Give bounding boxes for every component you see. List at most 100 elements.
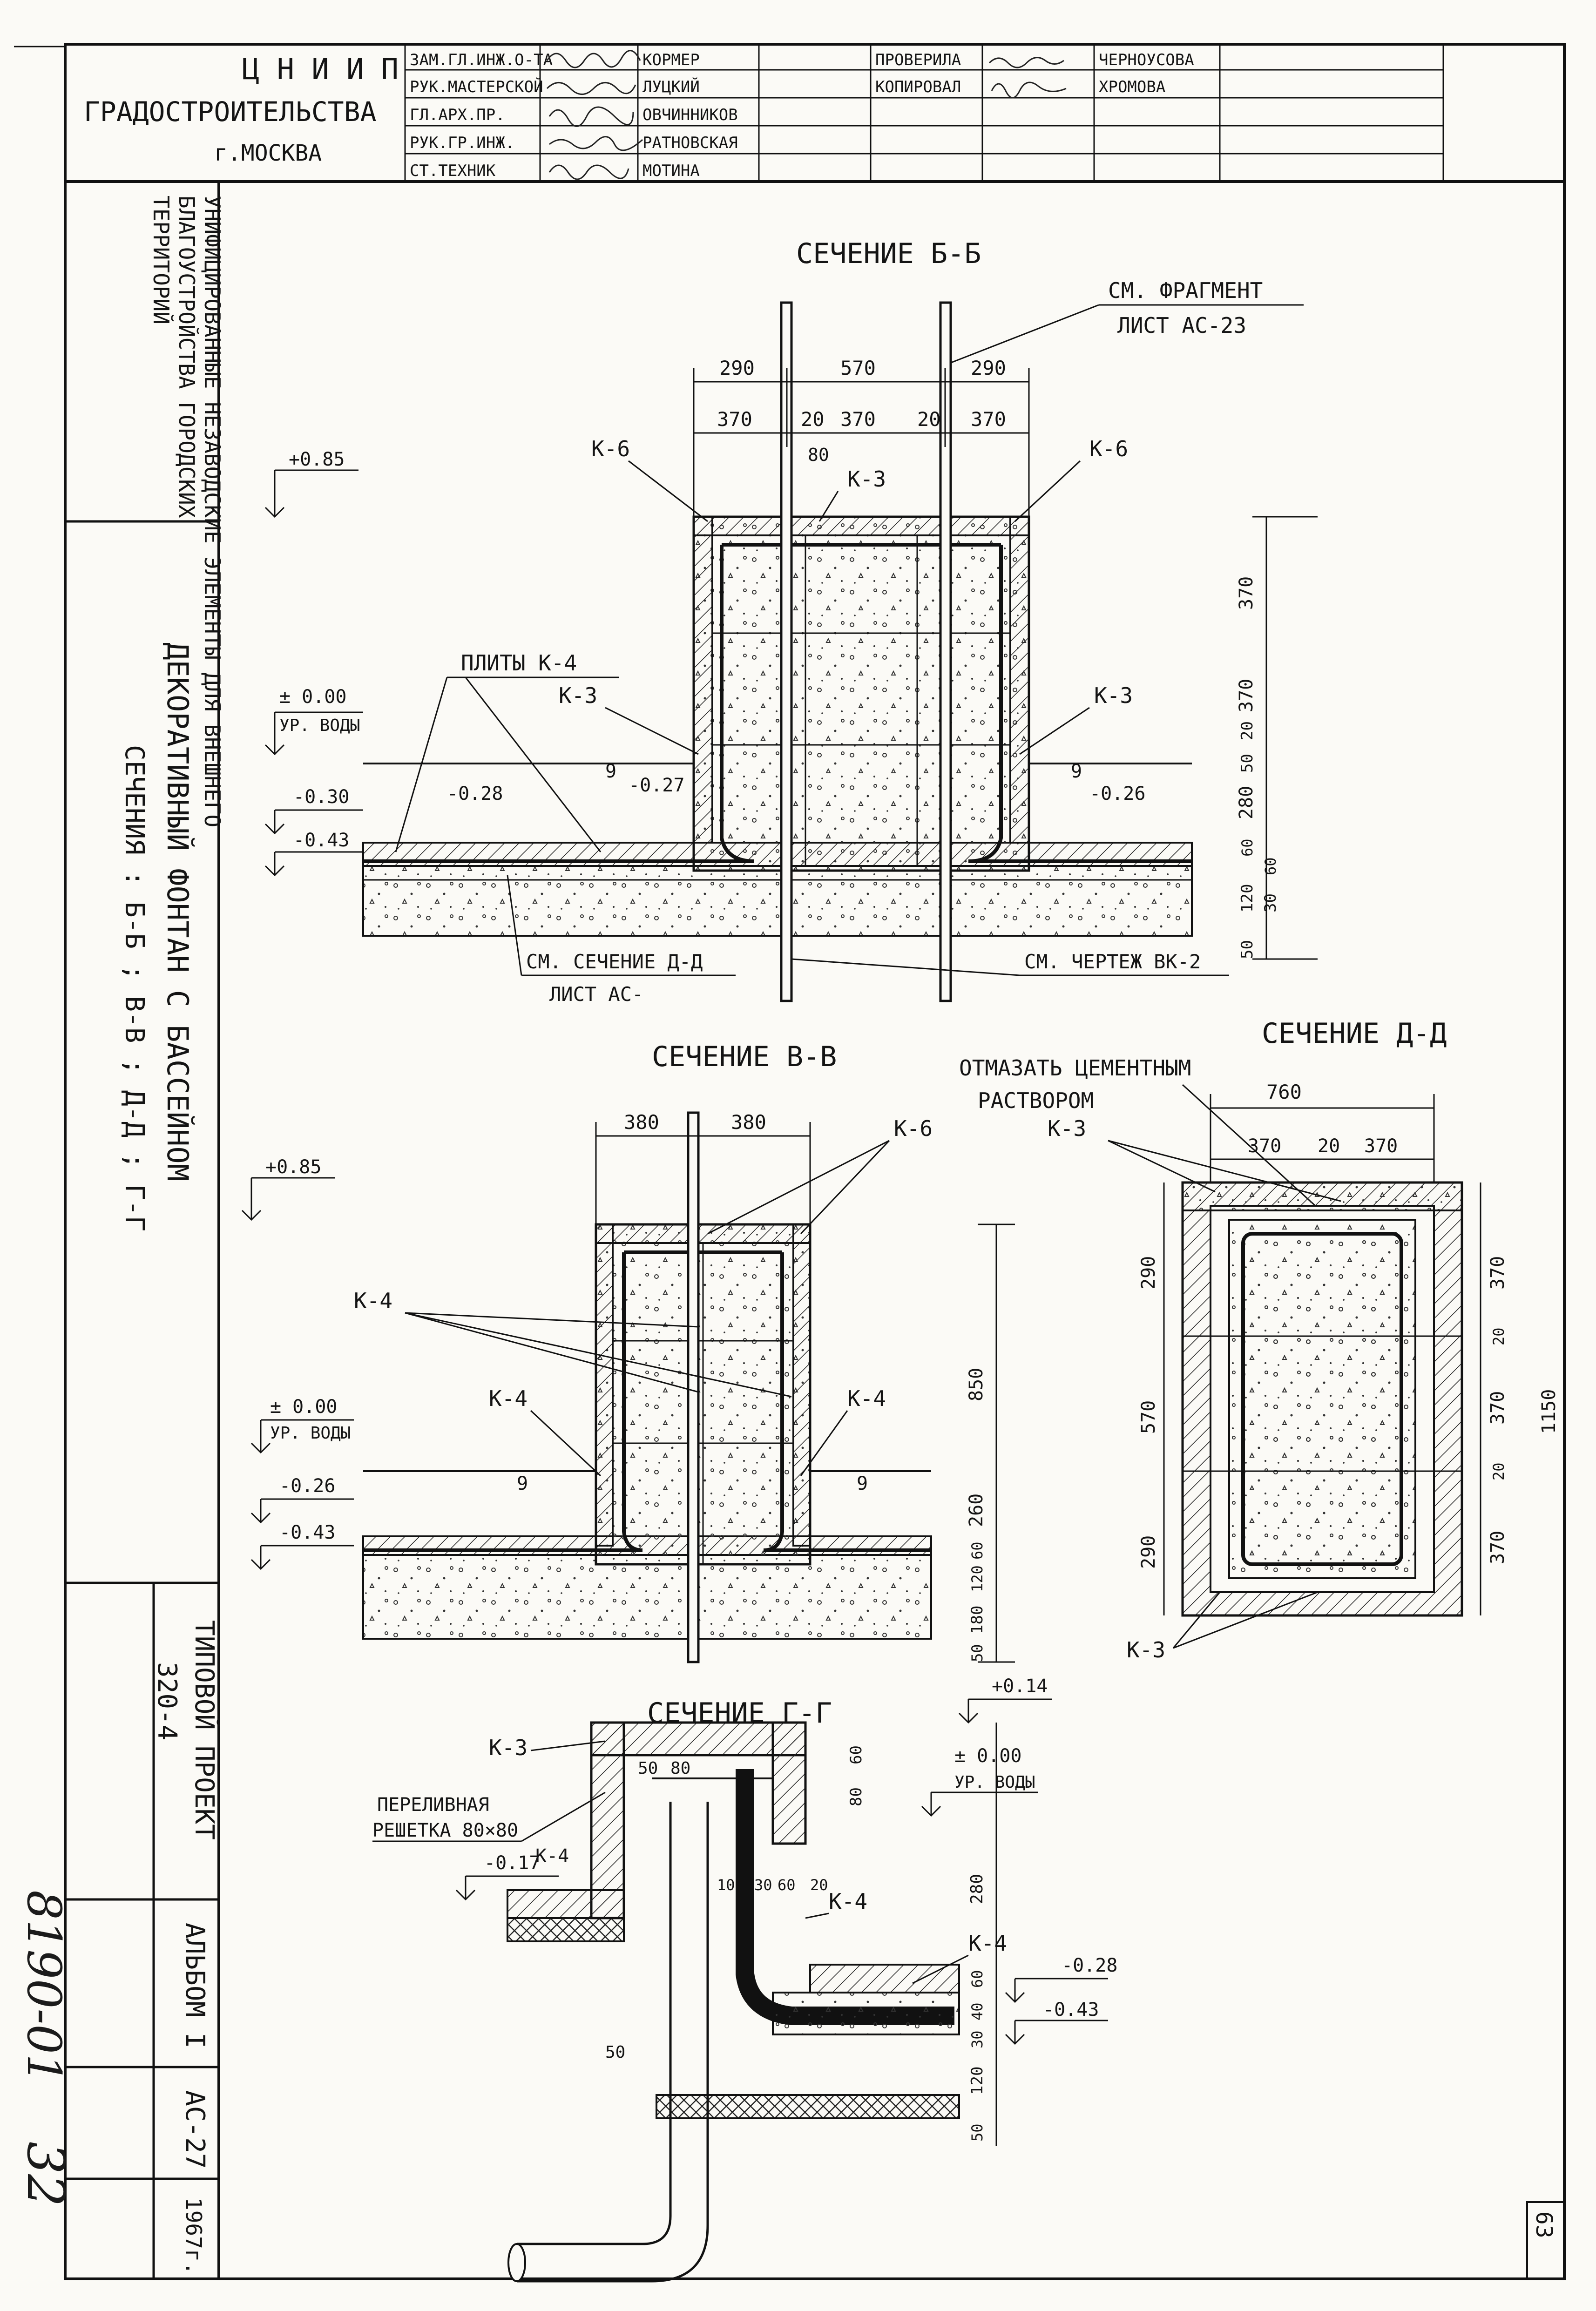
bb-dim-2-5: 370: [971, 408, 1006, 431]
gg-dim-r-4: 30: [968, 2030, 986, 2048]
signatures: [546, 50, 1067, 180]
gg-dim-r-1: 280: [967, 1874, 987, 1904]
bb-dim-top-1: 290: [719, 357, 755, 379]
gg-dim-6: 20: [810, 1876, 828, 1894]
dd-dim-l-3: 290: [1138, 1535, 1159, 1569]
name-4: РАТНОВСКАЯ: [642, 134, 738, 152]
section-bb-title: СЕЧЕНИЕ Б-Б: [796, 237, 981, 270]
bb-dim-r-8: 120: [1238, 884, 1257, 912]
bb-dim-r-3: 20: [1238, 721, 1257, 740]
gg-k4-right: К-4: [968, 1931, 1007, 1956]
section-vv-title: СЕЧЕНИЕ В-В: [652, 1041, 837, 1073]
name-2: ЛУЦКИЙ: [642, 77, 700, 96]
gg-dim-r-6: 50: [968, 2123, 986, 2142]
check-role-2: КОПИРОВАЛ: [875, 78, 961, 96]
vv-dim-r-3: 60: [968, 1541, 986, 1560]
vv-k4-left: К-4: [489, 1386, 527, 1411]
vv-k4-right: К-4: [847, 1386, 886, 1411]
vv-k6: К-6: [894, 1116, 933, 1141]
project-title-line3: ТЕРРИТОРИЙ: [149, 196, 174, 324]
sheet-code: АС-27: [180, 2090, 210, 2169]
side-column: [65, 520, 219, 2279]
dd-dim-r-5: 370: [1487, 1531, 1508, 1564]
gg-dim-1: 50: [638, 1759, 658, 1778]
dd-dim-r-1: 370: [1487, 1256, 1508, 1290]
gg-k3: К-3: [489, 1735, 527, 1760]
vv-level-water: ± 0.00: [270, 1396, 338, 1418]
role-4: РУК.ГР.ИНЖ.: [410, 134, 514, 152]
vv-dim-r-6: 50: [968, 1644, 986, 1662]
role-2: РУК.МАСТЕРСКОЙ: [410, 77, 543, 96]
bb-note-dd-1: СМ. СЕЧЕНИЕ Д-Д: [526, 950, 703, 973]
bb-note-ref-2: ЛИСТ АС-23: [1117, 313, 1246, 338]
bb-k3-left: К-3: [559, 683, 597, 708]
gg-dim-5: 60: [778, 1876, 796, 1894]
album-label: АЛЬБОМ I: [180, 1923, 210, 2048]
vv-water-mark-right: 9: [857, 1473, 868, 1494]
name-5: МОТИНА: [642, 162, 700, 180]
sheet-title-line2: СЕЧЕНИЯ : Б-Б ; В-В ; Д-Д ; Г-Г: [119, 745, 149, 1231]
vv-dim-r-1: 850: [966, 1368, 987, 1401]
bb-level-inner-1: -0.28: [447, 783, 503, 804]
bb-dim-80: 80: [808, 445, 829, 465]
bb-dim-top-2: 570: [840, 357, 876, 379]
role-3: ГЛ.АРХ.ПР.: [410, 106, 505, 124]
archive-number: 8190-01: [17, 1890, 71, 2084]
bb-tiles-note: ПЛИТЫ К-4: [461, 650, 577, 676]
year-label: 1967г.: [181, 2197, 206, 2275]
bb-note-vk: СМ. ЧЕРТЕЖ ВК-2: [1024, 950, 1201, 973]
vv-dim-top-2: 380: [731, 1111, 766, 1134]
gg-k4-mid: К-4: [829, 1889, 867, 1914]
gg-grate-2: РЕШЕТКА 80×80: [372, 1820, 518, 1841]
check-role-1: ПРОВЕРИЛА: [875, 51, 961, 69]
vv-level-2: -0.43: [279, 1522, 335, 1543]
dd-dim-top: 760: [1266, 1081, 1302, 1103]
gg-level-left: -0.17: [484, 1852, 540, 1874]
vv-k4-top: К-4: [354, 1288, 392, 1313]
dd-dim-r-4: 20: [1490, 1462, 1508, 1480]
bb-dim-top-3: 290: [971, 357, 1006, 379]
dd-dim-l-2: 570: [1138, 1400, 1159, 1434]
dd-dim-r-2: 20: [1490, 1327, 1508, 1345]
check-name-2: ХРОМОВА: [1099, 78, 1165, 96]
project-title-line1: УНИФИЦИРОВАННЫЕ НЕЗАВОДСКИЕ ЭЛЕМЕНТЫ ДЛЯ…: [200, 196, 225, 827]
vv-dim-r-4: 120: [968, 1565, 986, 1592]
check-name-1: ЧЕРНОУСОВА: [1099, 51, 1194, 69]
bb-note-ref-1: СМ. ФРАГМЕНТ: [1108, 278, 1263, 303]
bb-dim-r-10: 50: [1238, 940, 1257, 959]
gg-dim-3: 10: [717, 1876, 735, 1894]
page-number: 32: [16, 2142, 75, 2207]
bb-water-mark-left: 9: [605, 761, 616, 782]
dd-note-1: ОТМАЗАТЬ ЦЕМЕНТНЫМ: [959, 1055, 1191, 1081]
dd-dim-2-3: 370: [1364, 1135, 1398, 1157]
bb-dim-r-2: 370: [1236, 679, 1257, 712]
gg-grate-1: ПЕРЕЛИВНАЯ: [377, 1794, 489, 1816]
title-block: [404, 44, 1444, 182]
roles-table: ЗАМ.ГЛ.ИНЖ.О-ТА РУК.МАСТЕРСКОЙ ГЛ.АРХ.ПР…: [410, 50, 1194, 180]
dd-k3-top: К-3: [1048, 1116, 1086, 1141]
dd-total-right: 1150: [1538, 1389, 1560, 1434]
dd-note-2: РАСТВОРОМ: [978, 1088, 1094, 1113]
sheet-frame: [64, 43, 1566, 2280]
vv-level-top: +0.85: [265, 1156, 321, 1178]
gg-water-label: УР. ВОДЫ: [954, 1773, 1035, 1792]
dd-dim-2-2: 20: [1318, 1135, 1340, 1157]
bb-dim-r-9: 30: [1261, 893, 1280, 912]
bb-k3-top: К-3: [847, 466, 886, 492]
section-dd-title: СЕЧЕНИЕ Д-Д: [1262, 1017, 1447, 1050]
section-bb: СЕЧЕНИЕ Б-Б 290 570 290 3: [264, 237, 1318, 1006]
name-3: ОВЧИННИКОВ: [642, 106, 738, 124]
bb-k6-left: К-6: [591, 436, 630, 461]
vv-dim-r-2: 260: [966, 1493, 987, 1527]
bb-dim-r-5: 280: [1236, 786, 1257, 819]
org-line1: Ц Н И И П: [242, 52, 399, 86]
bb-dim-r-7: 60: [1262, 857, 1279, 875]
name-1: КОРМЕР: [642, 51, 700, 69]
gg-dim-r-5: 120: [968, 2067, 987, 2095]
project-number-line1: ТИПОВОЙ ПРОЕКТ: [189, 1620, 220, 1840]
role-5: СТ.ТЕХНИК: [410, 162, 496, 180]
gg-dim-4: 30: [754, 1876, 772, 1894]
gg-level-water: ± 0.00: [954, 1745, 1022, 1767]
vv-dim-r-5: 180: [968, 1606, 987, 1634]
